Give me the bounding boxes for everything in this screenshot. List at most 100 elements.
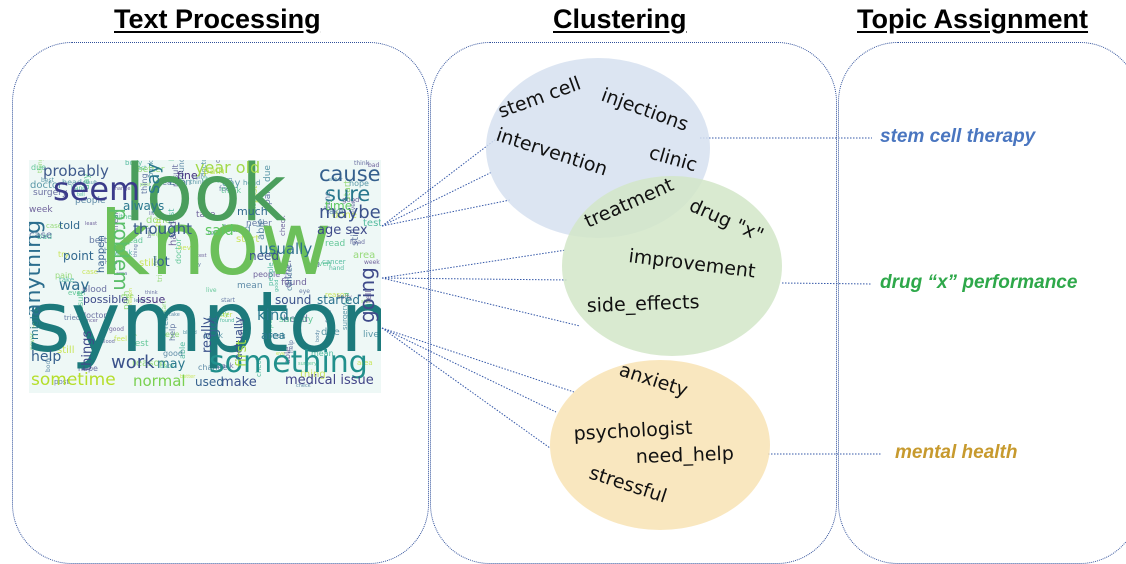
word-cloud-word: used [195, 375, 224, 389]
word-cloud-filler-word: try [58, 250, 70, 259]
word-cloud-word: seem [53, 170, 141, 208]
word-cloud-filler-word: better [89, 236, 117, 246]
word-cloud-word: started [317, 293, 360, 307]
connector-line [381, 327, 551, 449]
word-cloud-filler-word: bad [368, 162, 380, 169]
word-cloud-filler-word: help [148, 231, 161, 238]
word-cloud-word: sometime [31, 370, 116, 390]
connector-line [381, 327, 575, 393]
connector-lines [381, 135, 882, 455]
word-cloud-word: year old [195, 160, 261, 177]
word-cloud-filler-word: test [208, 230, 220, 237]
word-cloud-filler-word: area [116, 271, 128, 277]
word-cloud-word: sure [325, 182, 371, 206]
word-cloud-filler-word: think [145, 290, 158, 296]
word-cloud-filler-word: week [267, 332, 286, 340]
word-cloud-filler-word: think [221, 186, 242, 195]
word-cloud-filler-word: thing [300, 369, 326, 380]
word-cloud-filler-word: either [328, 177, 343, 183]
word-cloud-filler-word: body [337, 294, 352, 301]
word-cloud-filler-word: even [169, 178, 192, 188]
word-cloud-word: know [99, 192, 332, 295]
word-cloud-word: age sex [317, 223, 368, 238]
word-cloud-filler-word: hope [78, 364, 98, 373]
word-cloud-filler-word: either [114, 213, 135, 221]
word-cloud-filler-word: surgery [298, 361, 318, 367]
word-cloud-word: sound [275, 293, 312, 307]
word-cloud-filler-word: better [211, 311, 233, 319]
connector-line [381, 171, 493, 227]
word-cloud-filler-word: even [314, 260, 332, 268]
word-cloud-filler-word: least [132, 165, 147, 172]
word-cloud-filler-word: back [204, 331, 224, 340]
connector-line [381, 277, 569, 281]
word-cloud-filler-word: case [82, 268, 99, 276]
word-cloud-filler-word: think [190, 179, 206, 186]
word-cloud-filler-word: start [236, 234, 260, 245]
word-cloud-word: told [59, 219, 81, 232]
word-cloud-filler-word: surgery [279, 315, 314, 325]
word-cloud-filler-word: reason [325, 291, 349, 299]
word-cloud-filler-word: back [160, 363, 175, 370]
word-cloud-filler-word: change [202, 176, 225, 183]
word-cloud-filler-word: hand [71, 185, 87, 192]
word-cloud-filler-word: change [112, 186, 131, 192]
word-cloud-word: said [205, 223, 234, 239]
word-cloud-filler-word: found [281, 278, 307, 288]
word-cloud-filler-word: read [325, 239, 346, 249]
word-cloud-filler-word: test [363, 218, 381, 229]
header-topic-assignment: Topic Assignment [857, 4, 1089, 34]
word-cloud-filler-word: cancer [81, 318, 98, 324]
word-cloud-filler-word: eye [121, 292, 134, 300]
cluster-word: need_help [635, 443, 734, 468]
word-cloud-filler-word: doctor [81, 311, 107, 320]
word-cloud-filler-word: doctor [30, 180, 63, 191]
word-cloud-word: medical issue [285, 373, 374, 388]
word-cloud-word: always [123, 199, 165, 213]
word-cloud-filler-word: done [332, 210, 357, 221]
topic-mental-health: mental health [895, 442, 1018, 463]
word-cloud-filler-word: eye [165, 330, 180, 339]
word-cloud-filler-word: still [139, 258, 157, 269]
word-cloud-filler-word: mean [311, 349, 334, 358]
word-cloud-filler-word: week [114, 249, 133, 257]
word-cloud-word: cause [319, 162, 381, 186]
word-cloud-word: possible [83, 293, 129, 306]
word-cloud-word: help [31, 349, 62, 365]
word-cloud-word: maybe [319, 202, 381, 223]
word-cloud-filler-word: found [220, 318, 235, 324]
word-cloud-word: issue [137, 293, 166, 306]
connector-line [381, 199, 511, 227]
word-cloud-filler-word: head [123, 236, 143, 245]
word-cloud-filler-word: good [342, 196, 360, 204]
connector-line [381, 135, 501, 227]
word-cloud-filler-word: live [363, 330, 379, 340]
word-cloud-filler-word: better [137, 165, 165, 175]
word-cloud-filler-word: reason [132, 358, 166, 369]
word-cloud-word: may [157, 357, 186, 372]
word-cloud-filler-word: take [169, 312, 180, 318]
cluster-ellipse-drug [562, 176, 782, 356]
topic-stem-cell-therapy: stem cell therapy [880, 126, 1036, 147]
word-cloud-filler-word: case [46, 222, 63, 230]
word-cloud-filler-word: feel [114, 335, 128, 343]
word-cloud-filler-word: case [29, 230, 52, 241]
word-cloud-word: symptom [29, 273, 381, 371]
word-cloud-filler-word: eye [276, 351, 286, 357]
header-clustering: Clustering [553, 4, 687, 34]
word-cloud-filler-word: due [31, 163, 47, 172]
word-cloud-filler-word: least [85, 221, 98, 227]
word-cloud-filler-word: blood [101, 339, 115, 345]
word-cloud-filler-word: least [134, 298, 147, 304]
word-cloud-filler-word: eye [299, 288, 310, 295]
word-cloud-filler-word: check [296, 383, 311, 389]
word-cloud-word: make [221, 375, 257, 390]
word-cloud-filler-word: test [197, 253, 207, 259]
connector-line [781, 282, 873, 285]
word-cloud-filler-word: bad [37, 232, 53, 241]
cluster-word: side_effects [586, 291, 699, 317]
cluster-ellipses [486, 58, 782, 530]
word-cloud-word: need [249, 249, 279, 263]
word-cloud-word: probably [43, 162, 109, 180]
